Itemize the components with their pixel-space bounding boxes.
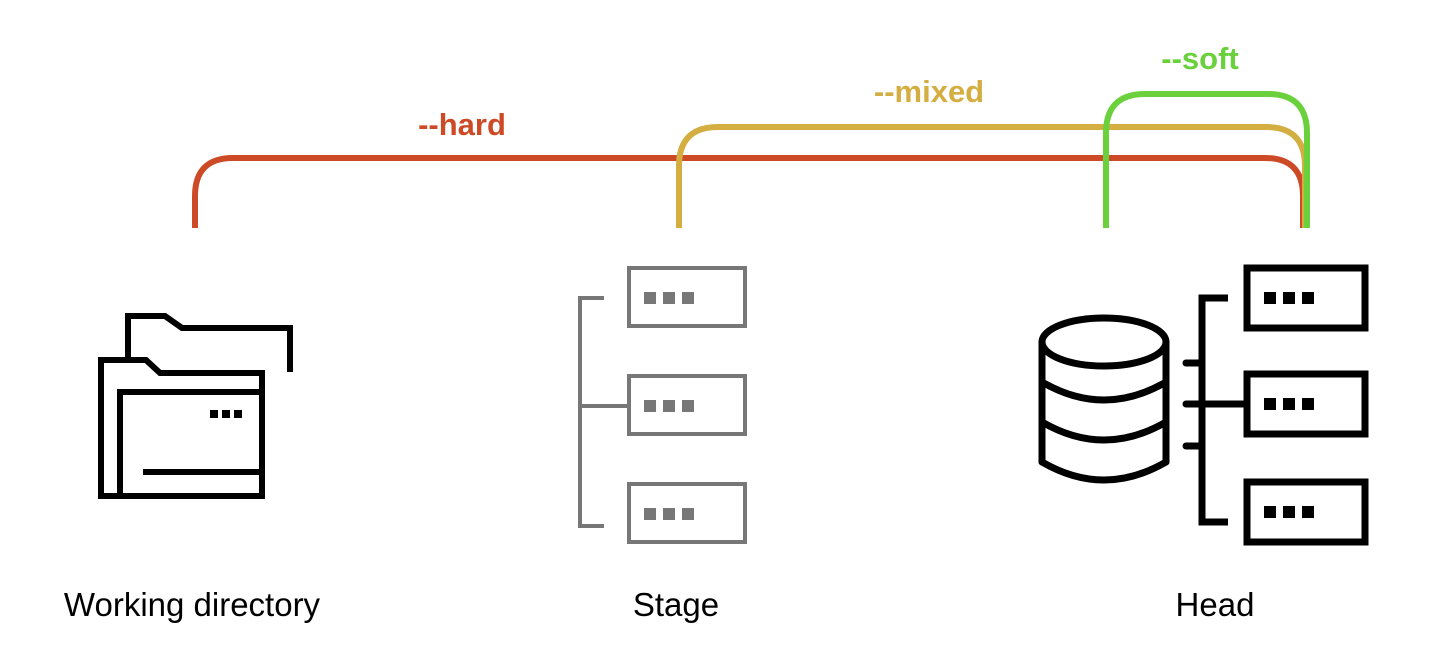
hard-arc xyxy=(192,155,1306,228)
mixed-arc xyxy=(676,124,1308,228)
head-label: Head xyxy=(1176,586,1255,623)
hard-label: --hard xyxy=(418,107,506,142)
soft-arc xyxy=(1103,91,1310,228)
database-tree-icon xyxy=(1038,264,1369,546)
stage-label: Stage xyxy=(633,586,719,623)
head-box-dots xyxy=(1264,292,1314,518)
mixed-label: --mixed xyxy=(874,74,984,109)
soft-label: --soft xyxy=(1161,41,1238,76)
stage-box-dots xyxy=(644,292,694,520)
folder-icon xyxy=(98,313,293,499)
working-directory-label: Working directory xyxy=(64,586,321,623)
folder-dots xyxy=(210,410,242,418)
file-tree-icon xyxy=(578,266,747,544)
